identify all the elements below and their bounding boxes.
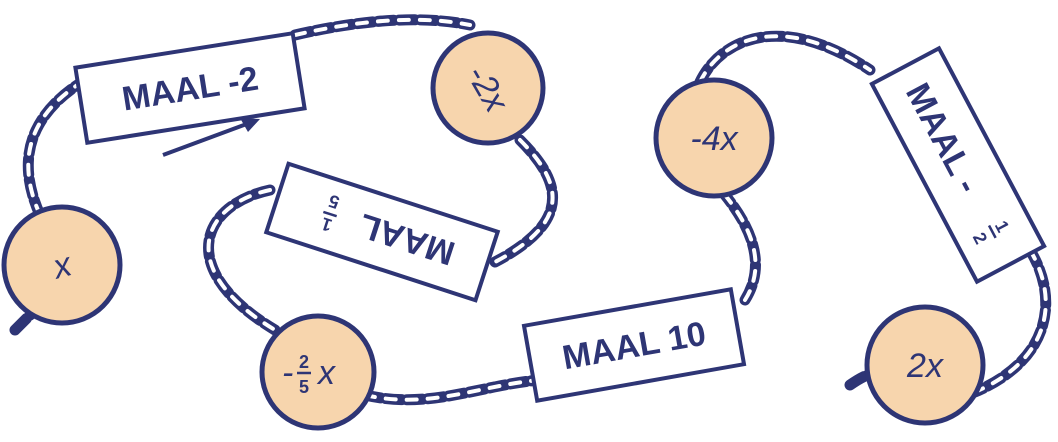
chain-segment [203, 184, 281, 336]
ball-min4x: -4x [653, 77, 775, 199]
tag-maal-min2: MAAL -2 [73, 30, 307, 146]
ball-label: x [316, 354, 336, 392]
chains [9, 14, 1052, 406]
ball-label: -4x [690, 120, 738, 158]
chain-segment [719, 189, 761, 306]
ball-sign: - [282, 354, 293, 392]
ball-min2x: -2x [430, 30, 546, 146]
tag-maal-1-5: MAAL 1 5 [263, 161, 501, 303]
chain-segment [694, 30, 876, 88]
ball-x: x [1, 204, 123, 326]
ball-min2-5x: - 2 5 x [259, 313, 377, 431]
ball-label: 2x [906, 347, 944, 385]
tag-maal-min1-2: MAAL - 1 2 [869, 45, 1047, 285]
fraction-denominator: 5 [299, 377, 309, 397]
chain-segment [22, 74, 91, 221]
fraction-numerator: 2 [299, 352, 309, 372]
arrow-right-icon [162, 118, 260, 157]
ball-2x: 2x [864, 304, 986, 426]
tag-maal-10: MAAL 10 [521, 287, 747, 403]
